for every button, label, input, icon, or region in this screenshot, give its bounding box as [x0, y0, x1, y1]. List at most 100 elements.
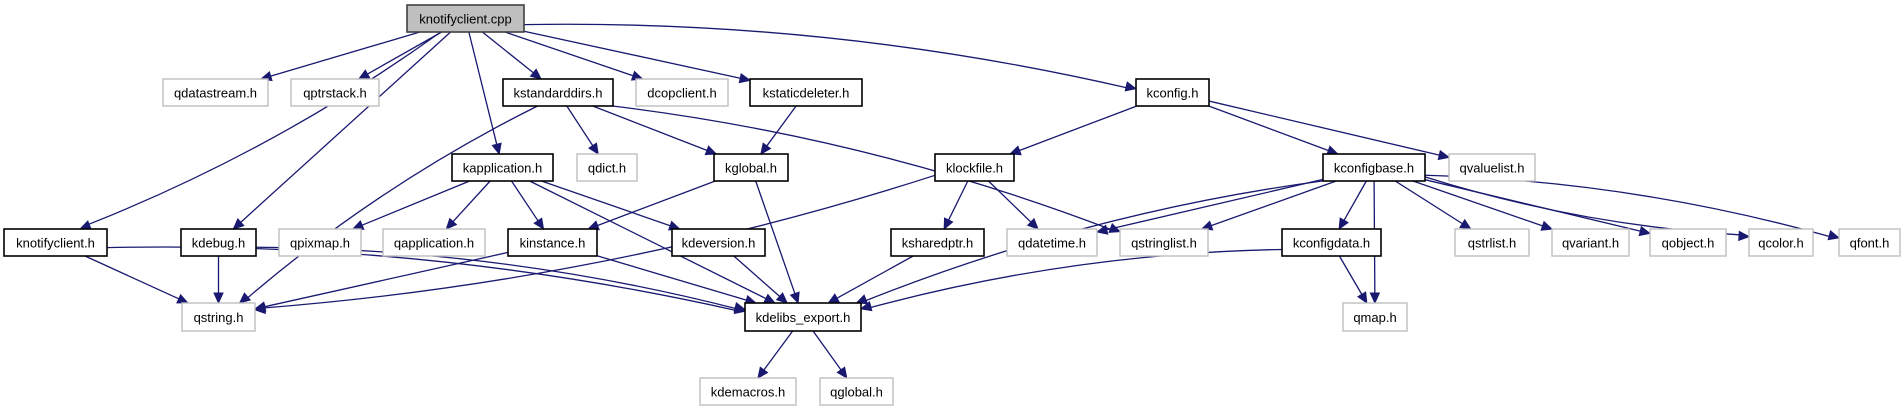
arrowhead-icon — [855, 294, 869, 305]
node-qapplication-h[interactable]: qapplication.h — [382, 228, 486, 257]
node-qpixmap-h[interactable]: qpixmap.h — [278, 228, 362, 257]
edge-line — [1106, 178, 1324, 231]
node-box — [749, 78, 863, 107]
node-label: qapplication.h — [394, 236, 474, 251]
node-qfont-h[interactable]: qfont.h — [1838, 228, 1901, 257]
node-kstaticdeleter-h[interactable]: kstaticdeleter.h — [749, 78, 863, 107]
node-label: kdeversion.h — [682, 236, 756, 251]
edge-ksharedptr-h-to-kdelibs-export-h — [827, 255, 914, 304]
node-qdict-h[interactable]: qdict.h — [576, 153, 638, 182]
node-kglobal-h[interactable]: kglobal.h — [713, 153, 789, 182]
arrowhead-icon — [1459, 218, 1472, 230]
edge-knotifyclient-cpp-to-kapplication-h — [468, 31, 502, 156]
node-ksharedptr-h[interactable]: ksharedptr.h — [890, 228, 985, 257]
node-kconfigdata-h[interactable]: kconfigdata.h — [1281, 228, 1382, 257]
edge-kstandarddirs-h-to-qstringlist-h — [612, 105, 1122, 233]
edge-kdebug-h-to-qstring-h — [213, 256, 224, 305]
edge-line — [504, 31, 634, 77]
node-qcolor-h[interactable]: qcolor.h — [1748, 228, 1814, 257]
edge-line — [1211, 180, 1337, 227]
node-box — [406, 4, 525, 33]
edge-knotifyclient-cpp-to-kstaticdeleter-h — [523, 30, 752, 84]
arrowhead-icon — [176, 293, 189, 304]
arrowhead-icon — [943, 217, 954, 231]
node-box — [451, 153, 554, 182]
node-label: qmap.h — [1353, 310, 1396, 325]
edge-knotifyclient-cpp-to-kconfig-h — [523, 23, 1138, 92]
arrowhead-icon — [789, 291, 800, 305]
node-qobject-h[interactable]: qobject.h — [1649, 228, 1727, 257]
node-knotifyclient-cpp[interactable]: knotifyclient.cpp — [406, 4, 525, 33]
node-qptrstack-h[interactable]: qptrstack.h — [290, 78, 380, 107]
edge-line — [755, 180, 796, 294]
edge-line — [1208, 100, 1440, 156]
edge-line — [592, 105, 708, 151]
edge-line — [361, 180, 470, 226]
node-kdemacros-h[interactable]: kdemacros.h — [699, 377, 797, 406]
node-box — [1119, 228, 1209, 257]
arrowhead-icon — [357, 69, 371, 80]
node-label: kinstance.h — [520, 236, 586, 251]
node-qvariant-h[interactable]: qvariant.h — [1551, 228, 1630, 257]
node-qglobal-h[interactable]: qglobal.h — [819, 377, 894, 406]
arrowhead-icon — [1437, 149, 1451, 161]
node-kconfigbase-h[interactable]: kconfigbase.h — [1322, 153, 1426, 182]
arrowhead-icon — [1356, 291, 1368, 305]
node-kdebug-h[interactable]: kdebug.h — [180, 228, 257, 257]
node-label: knotifyclient.h — [16, 236, 95, 251]
edge-line — [1394, 180, 1463, 225]
node-box — [1649, 228, 1727, 257]
edge-knotifyclient-cpp-to-kdebug-h — [232, 31, 452, 230]
edge-line — [865, 180, 1324, 302]
node-qmap-h[interactable]: qmap.h — [1342, 302, 1408, 332]
node-knotifyclient-h[interactable]: knotifyclient.h — [3, 228, 108, 257]
edge-line — [264, 174, 936, 309]
node-label: kdebug.h — [192, 236, 246, 251]
node-qstring-h[interactable]: qstring.h — [181, 302, 256, 332]
edge-knotifyclient-cpp-to-dcopclient-h — [504, 31, 644, 81]
edge-line — [1208, 105, 1329, 152]
node-kdeversion-h[interactable]: kdeversion.h — [671, 228, 766, 257]
edge-line — [987, 180, 1032, 223]
node-kstandarddirs-h[interactable]: kstandarddirs.h — [502, 78, 614, 107]
node-kinstance-h[interactable]: kinstance.h — [507, 228, 598, 257]
node-klockfile-h[interactable]: klockfile.h — [934, 153, 1015, 182]
edge-line — [612, 105, 1111, 230]
node-kdelibs-export-h[interactable]: kdelibs_export.h — [744, 302, 862, 332]
node-dcopclient-h[interactable]: dcopclient.h — [635, 78, 729, 107]
edge-kapplication-h-to-kdeversion-h — [541, 180, 681, 231]
node-label: qobject.h — [1662, 236, 1715, 251]
edge-line — [766, 105, 797, 147]
arrowhead-icon — [1095, 224, 1109, 235]
node-box — [180, 228, 257, 257]
node-qdatastream-h[interactable]: qdatastream.h — [162, 78, 269, 107]
node-box — [576, 153, 638, 182]
node-box — [1322, 153, 1426, 182]
edge-kconfigbase-h-to-qstrlist-h — [1394, 180, 1472, 230]
edge-kdeversion-h-to-kdelibs-export-h — [733, 255, 789, 304]
node-qstrlist-h[interactable]: qstrlist.h — [1454, 228, 1530, 257]
node-kapplication-h[interactable]: kapplication.h — [451, 153, 554, 182]
node-label: ksharedptr.h — [902, 236, 974, 251]
arrowhead-icon — [1638, 225, 1652, 237]
edge-line — [1019, 105, 1138, 152]
edge-knotifyclient-cpp-to-qptrstack-h — [357, 31, 443, 80]
edge-line — [529, 180, 767, 300]
edge-line — [1412, 180, 1543, 227]
node-label: kstandarddirs.h — [514, 86, 603, 101]
node-box — [278, 228, 362, 257]
arrowhead-icon — [238, 292, 252, 304]
node-box — [1281, 228, 1382, 257]
node-qstringlist-h[interactable]: qstringlist.h — [1119, 228, 1209, 257]
node-qdatetime-h[interactable]: qdatetime.h — [1006, 228, 1098, 257]
node-kconfig-h[interactable]: kconfig.h — [1135, 78, 1210, 107]
edge-kconfig-h-to-qvaluelist-h — [1208, 100, 1451, 161]
arrowhead-icon — [827, 293, 841, 304]
node-box — [382, 228, 486, 257]
node-label: qdict.h — [588, 161, 626, 176]
node-qvaluelist-h[interactable]: qvaluelist.h — [1448, 153, 1536, 182]
edge-line — [247, 105, 538, 298]
node-box — [699, 377, 797, 406]
node-box — [1748, 228, 1814, 257]
